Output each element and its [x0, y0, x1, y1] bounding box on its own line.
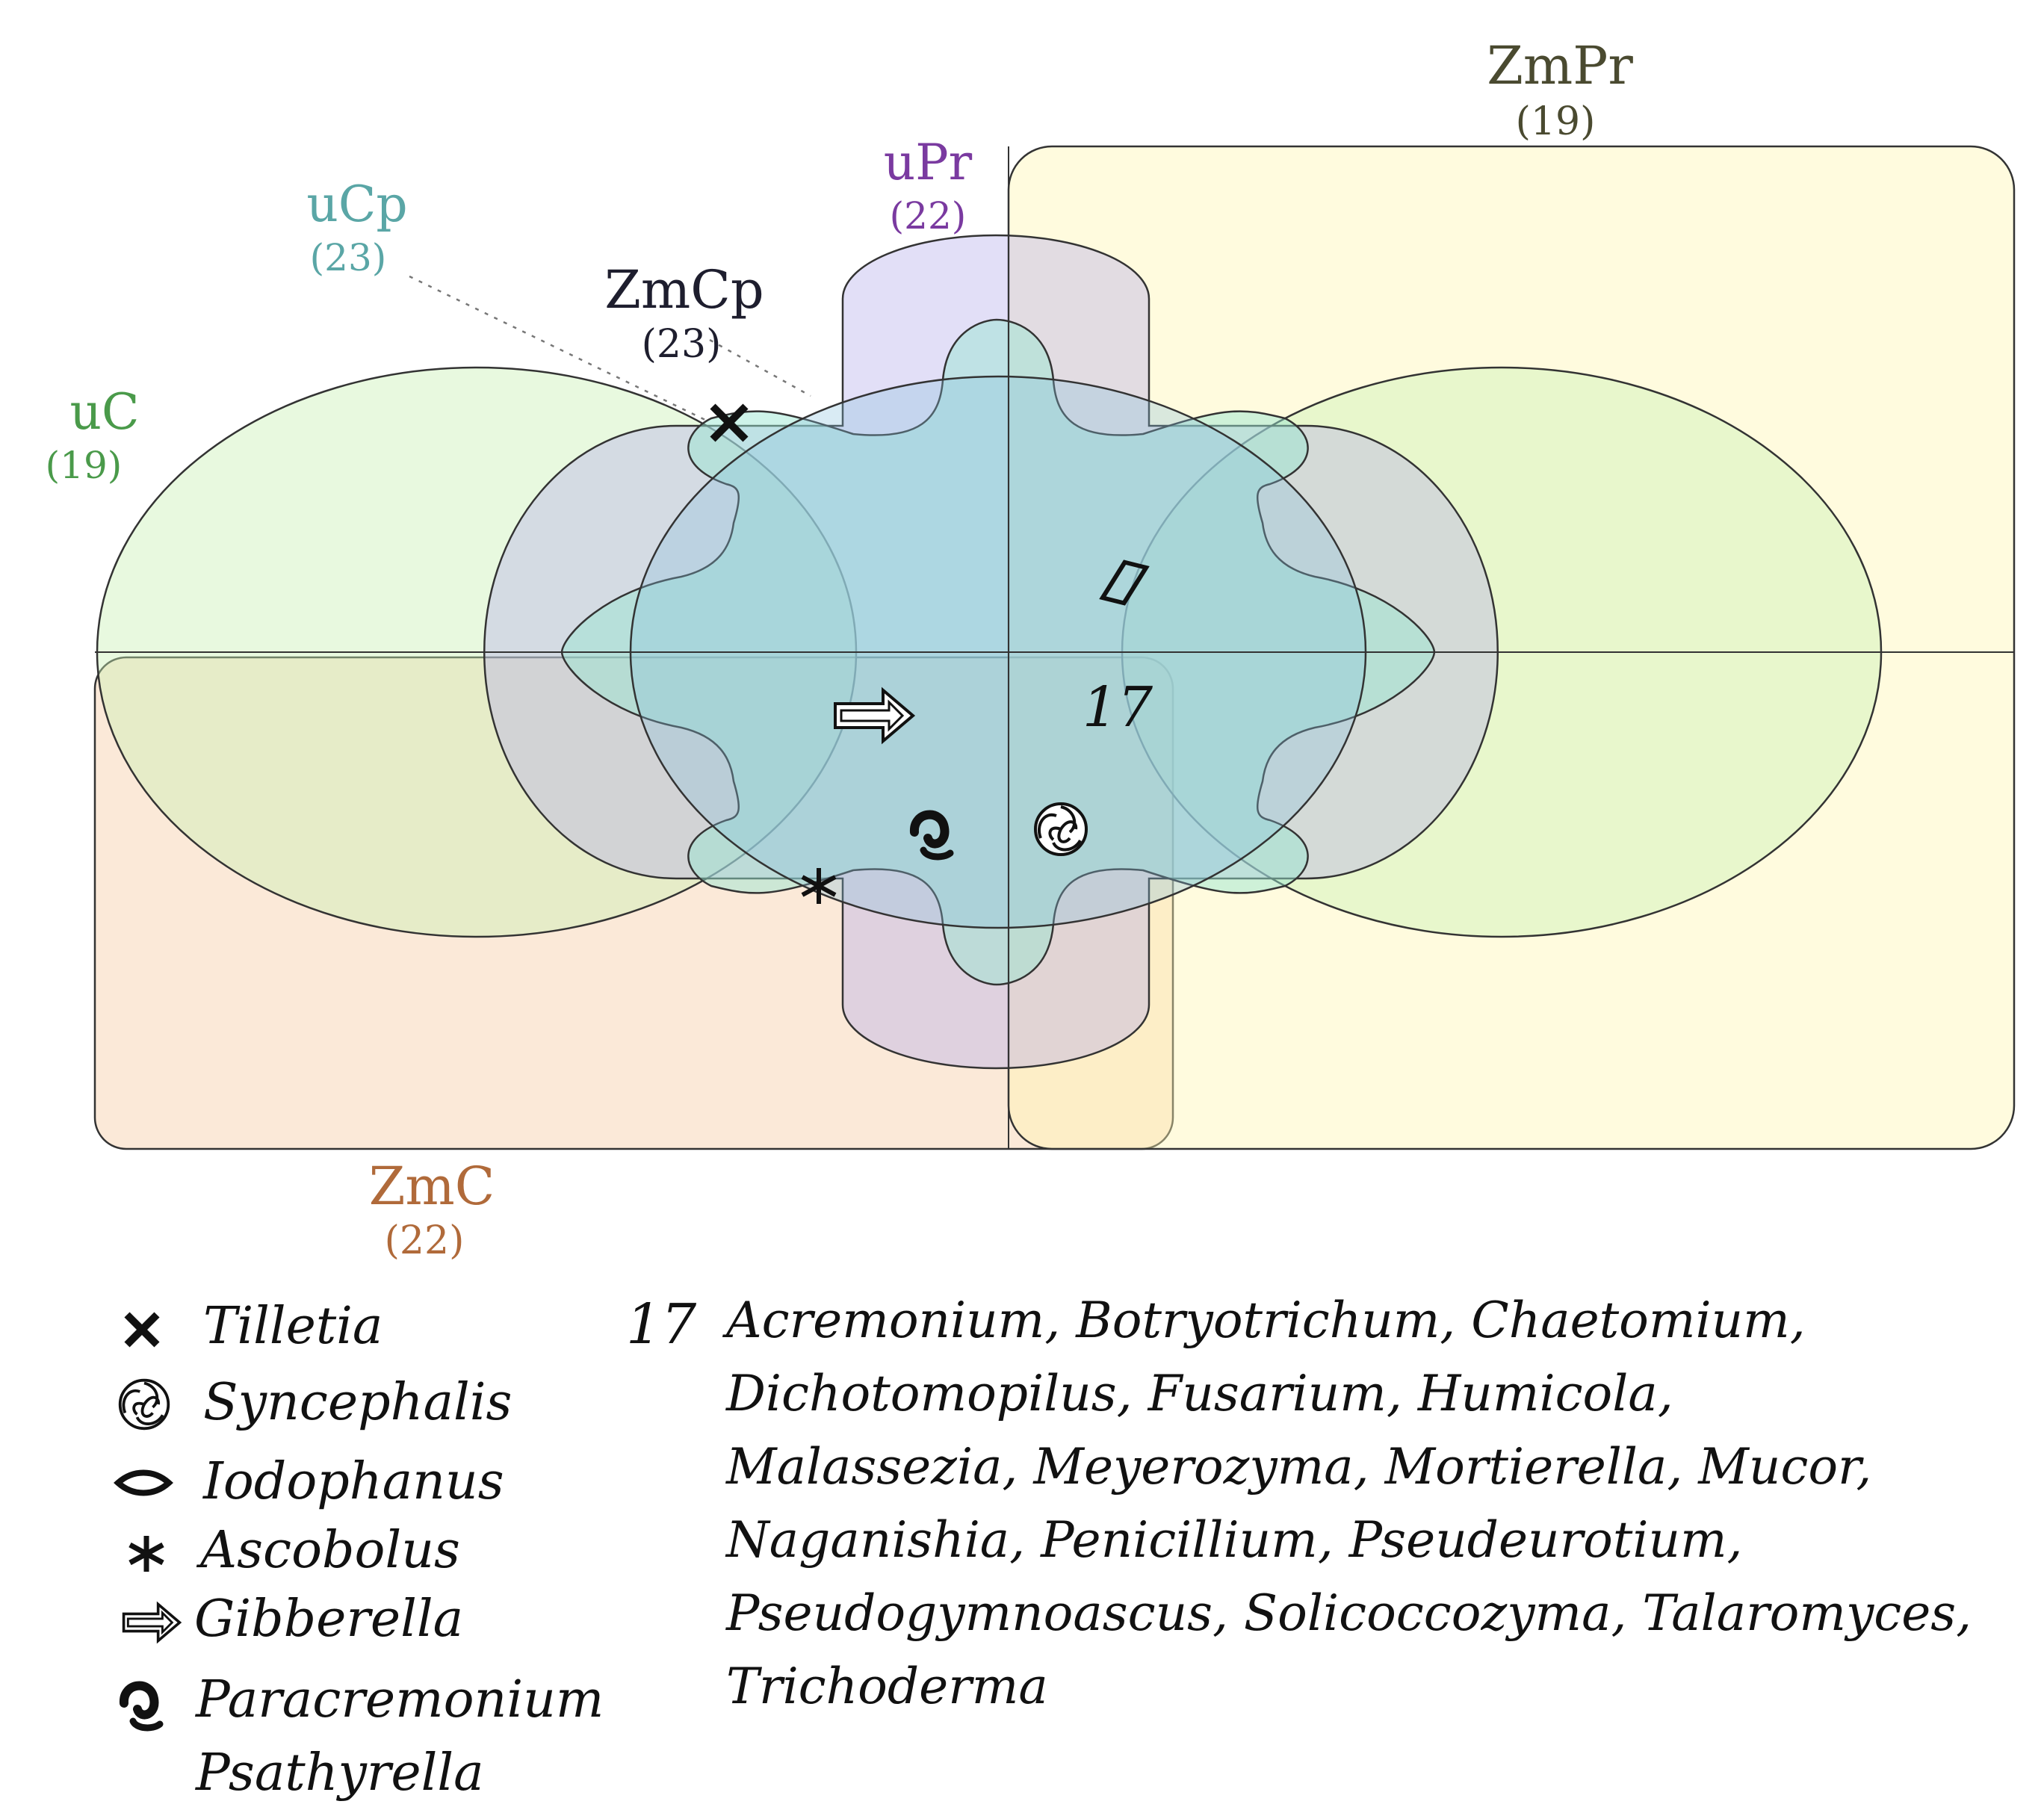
- legend-label-psathyrella: Psathyrella: [194, 1744, 484, 1803]
- set-zmpr-label: ZmPr: [1487, 35, 1633, 96]
- asterisk-icon: [128, 1536, 164, 1572]
- set-upr-count: (22): [890, 194, 967, 238]
- cross-icon: [124, 1312, 160, 1348]
- spiral-icon: [1034, 802, 1088, 856]
- diamond-icon: [114, 1469, 173, 1496]
- hook-icon: [120, 1681, 164, 1732]
- legend-label-tilletia: Tilletia: [203, 1297, 383, 1356]
- legend-core-line-3: Malassezia, Meyerozyma, Mortierella, Muc…: [725, 1438, 1871, 1496]
- legend: Tilletia Syncephalis Iodophanus Ascobolu…: [114, 1292, 1972, 1803]
- asterisk-icon: [801, 868, 837, 904]
- legend-label-syncephalis: Syncephalis: [203, 1373, 512, 1432]
- diamond-icon: [1099, 560, 1150, 606]
- set-zmc-count: (22): [385, 1218, 465, 1263]
- legend-label-ascobolus: Ascobolus: [196, 1521, 460, 1580]
- legend-core-count: 17: [626, 1292, 696, 1357]
- set-uc-count: (19): [46, 444, 123, 487]
- arrow-icon: [834, 687, 916, 745]
- legend-label-paracremonium: Paracremonium: [194, 1670, 604, 1729]
- legend-label-iodophanus: Iodophanus: [202, 1452, 504, 1511]
- legend-core-line-6: Trichoderma: [726, 1658, 1048, 1715]
- set-upr-label: uPr: [884, 134, 973, 191]
- legend-core-line-2: Dichotomopilus, Fusarium, Humicola,: [725, 1365, 1673, 1422]
- set-ucp-label: uCp: [306, 176, 407, 233]
- set-zmcp-count: (23): [642, 322, 722, 367]
- arrow-icon: [122, 1601, 182, 1644]
- ucp-leader-line: [409, 275, 710, 424]
- legend-core-line-4: Naganishia, Penicillium, Pseudeurotium,: [725, 1511, 1743, 1569]
- center-count: 17: [1083, 675, 1153, 740]
- legend-core-line-5: Pseudogymnoascus, Solicoccozyma, Talarom…: [725, 1584, 1972, 1642]
- set-ucp-count: (23): [310, 236, 387, 279]
- set-zmcp-label: ZmCp: [604, 259, 764, 320]
- legend-label-gibberella: Gibberella: [194, 1590, 463, 1649]
- hook-icon: [910, 810, 954, 861]
- set-zmpr-count: (19): [1516, 99, 1596, 144]
- set-zmc-label: ZmC: [369, 1156, 495, 1217]
- zmcp-leader-line: [709, 338, 811, 397]
- legend-core-line-1: Acremonium, Botryotrichum, Chaetomium,: [722, 1292, 1806, 1349]
- cross-icon: [710, 403, 749, 442]
- set-zmc-region: [93, 656, 1174, 1150]
- spiral-icon: [118, 1378, 170, 1431]
- set-uc-label: uC: [69, 383, 139, 441]
